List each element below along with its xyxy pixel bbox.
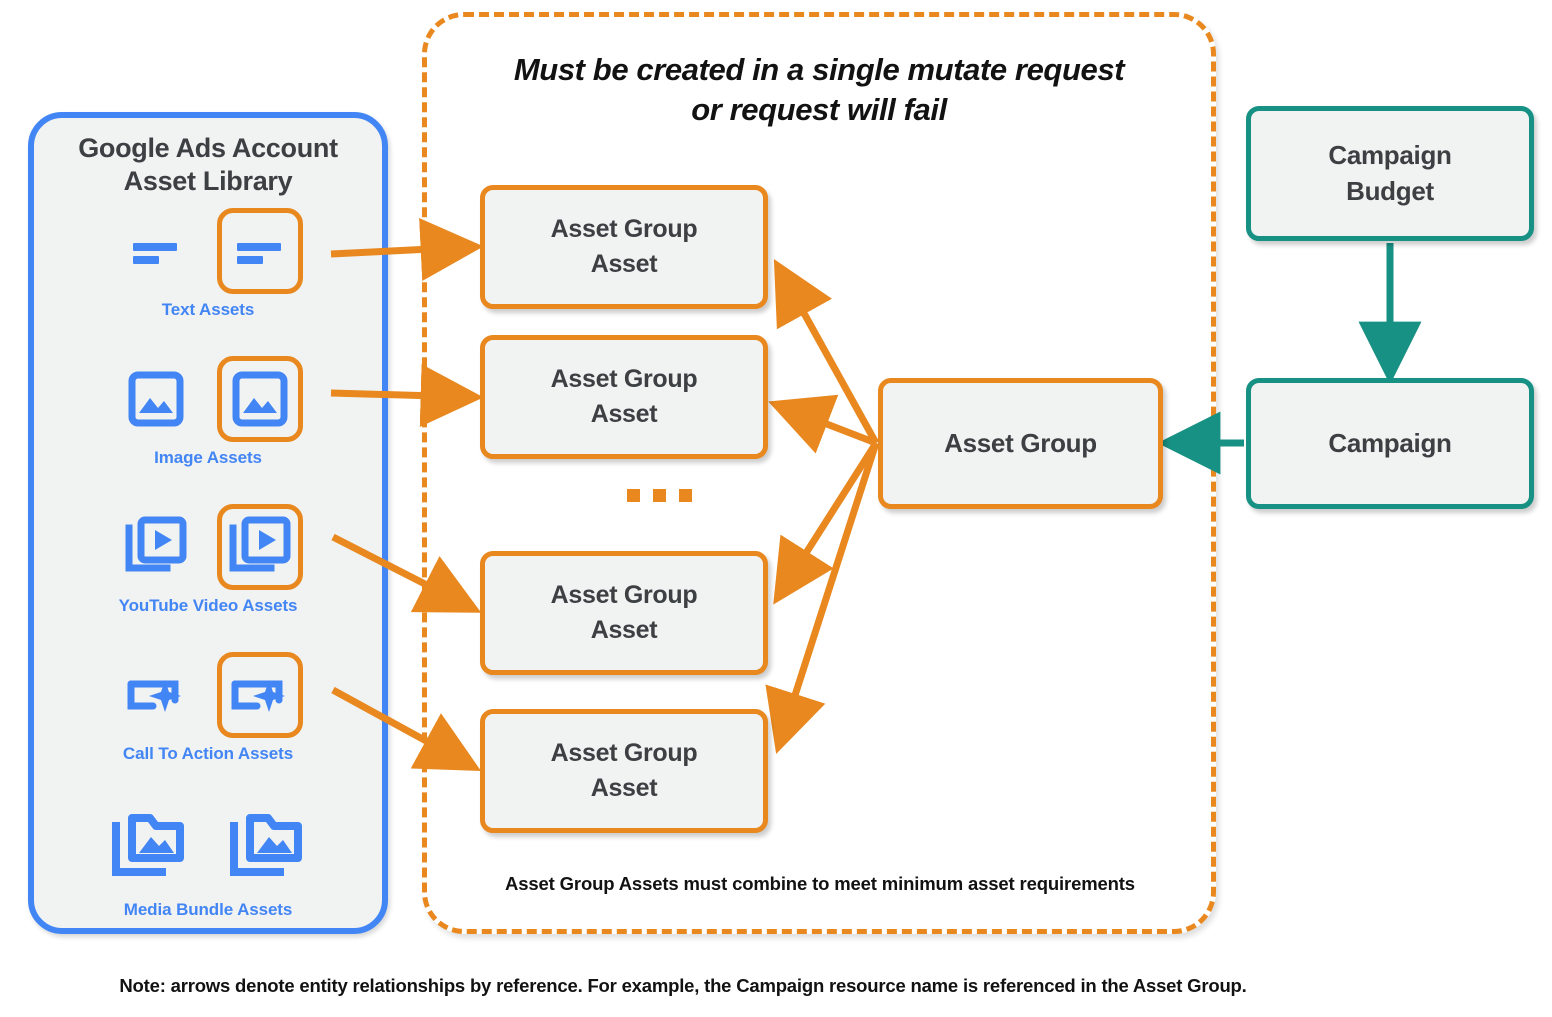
asset-group-asset-label-line1: Asset Group xyxy=(550,581,698,609)
asset-library-panel: Google Ads Account Asset Library xyxy=(28,112,388,934)
image-icon-glyph xyxy=(232,371,288,427)
image-icon-selected[interactable] xyxy=(217,356,303,442)
asset-group-asset-label-line2: Asset xyxy=(590,400,658,428)
text-lines-icon-glyph xyxy=(133,243,177,264)
ellipsis-dot xyxy=(679,489,692,502)
text-lines-icon-glyph xyxy=(237,243,281,264)
asset-library-title-line2: Asset Library xyxy=(123,165,293,196)
video-stack-icon-glyph xyxy=(125,516,187,572)
asset-group-asset-node-3[interactable]: Asset Group Asset xyxy=(480,551,768,675)
asset-group-asset-node-4[interactable]: Asset Group Asset xyxy=(480,709,768,833)
asset-library-title: Google Ads Account Asset Library xyxy=(34,132,382,198)
asset-group-asset-label-line2: Asset xyxy=(590,616,658,644)
video-stack-icon[interactable] xyxy=(113,504,199,590)
asset-group-asset-label-line2: Asset xyxy=(590,774,658,802)
asset-icons-video xyxy=(34,500,382,594)
asset-label-text: Text Assets xyxy=(161,300,255,319)
mutate-region-footnote: Asset Group Assets must combine to meet … xyxy=(505,873,1135,894)
media-bundle-icon[interactable] xyxy=(103,800,195,892)
asset-group-node[interactable]: Asset Group xyxy=(878,378,1163,509)
asset-row-video: YouTube Video Assets xyxy=(34,500,382,616)
asset-group-label: Asset Group xyxy=(944,428,1097,458)
asset-icons-text xyxy=(34,204,382,298)
media-bundle-icon-glyph xyxy=(230,814,302,876)
campaign-node[interactable]: Campaign xyxy=(1246,378,1534,509)
campaign-label: Campaign xyxy=(1328,428,1452,458)
media-bundle-icon-second[interactable] xyxy=(221,800,313,892)
asset-group-asset-label-line2: Asset xyxy=(590,250,658,278)
ellipsis-indicator xyxy=(627,489,692,502)
asset-group-asset-label-line1: Asset Group xyxy=(550,215,698,243)
image-icon-glyph xyxy=(128,371,184,427)
asset-label-media-bundle: Media Bundle Assets xyxy=(123,900,293,919)
ellipsis-dot xyxy=(627,489,640,502)
asset-group-asset-label-line1: Asset Group xyxy=(550,365,698,393)
asset-row-cta: Call To Action Assets xyxy=(34,648,382,764)
call-to-action-icon-glyph xyxy=(231,680,285,712)
ellipsis-dot xyxy=(653,489,666,502)
footer-note: Note: arrows denote entity relationships… xyxy=(119,975,1247,996)
mutate-region-title-line2: or request will fail xyxy=(691,91,947,127)
video-stack-icon-selected[interactable] xyxy=(217,504,303,590)
asset-label-cta: Call To Action Assets xyxy=(122,744,294,763)
campaign-budget-node[interactable]: Campaign Budget xyxy=(1246,106,1534,241)
campaign-budget-label-line1: Campaign xyxy=(1328,140,1452,171)
asset-icons-cta xyxy=(34,648,382,742)
call-to-action-icon-glyph xyxy=(127,680,181,712)
asset-icons-media-bundle xyxy=(34,794,382,898)
asset-group-asset-node-2[interactable]: Asset Group Asset xyxy=(480,335,768,459)
text-lines-icon-selected[interactable] xyxy=(217,208,303,294)
asset-row-media-bundle: Media Bundle Assets xyxy=(34,794,382,920)
mutate-region-title: Must be created in a single mutate reque… xyxy=(462,50,1176,129)
campaign-budget-label-line2: Budget xyxy=(1346,175,1434,206)
video-stack-icon-glyph xyxy=(229,516,291,572)
mutate-region-title-line1: Must be created in a single mutate reque… xyxy=(513,52,1125,87)
asset-row-text: Text Assets xyxy=(34,204,382,320)
asset-library-title-line1: Google Ads Account xyxy=(78,133,338,163)
asset-label-video: YouTube Video Assets xyxy=(118,596,298,615)
call-to-action-icon-selected[interactable] xyxy=(217,652,303,738)
call-to-action-icon[interactable] xyxy=(113,652,199,738)
asset-group-asset-node-1[interactable]: Asset Group Asset xyxy=(480,185,768,309)
asset-group-asset-label-line1: Asset Group xyxy=(550,739,698,767)
asset-icons-image xyxy=(34,352,382,446)
text-lines-icon[interactable] xyxy=(113,208,199,294)
media-bundle-icon-glyph xyxy=(112,814,184,876)
asset-label-image: Image Assets xyxy=(154,448,262,467)
asset-row-image: Image Assets xyxy=(34,352,382,468)
image-icon[interactable] xyxy=(113,356,199,442)
